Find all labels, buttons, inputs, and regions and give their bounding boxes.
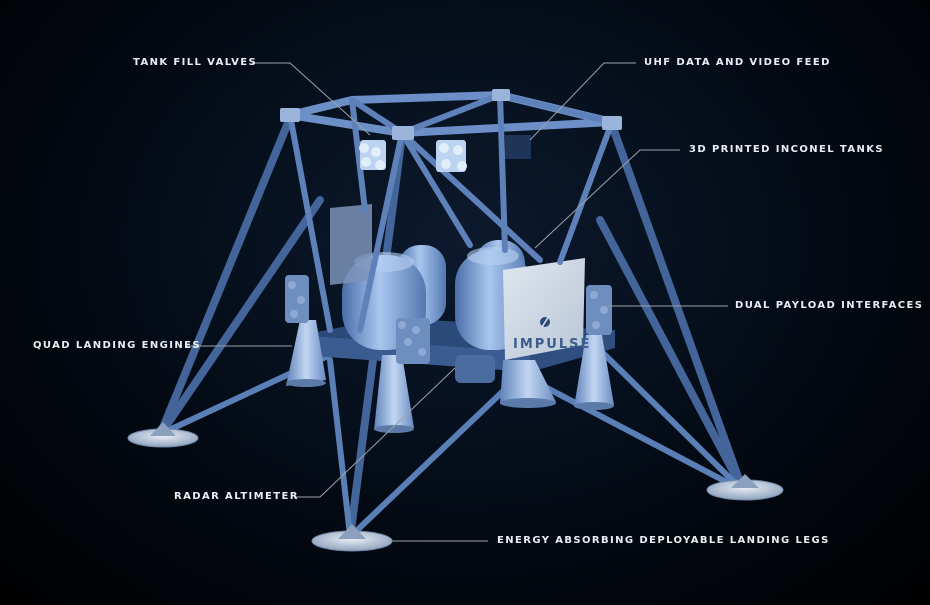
plumbing [285,275,612,364]
callout-quad-landing-engines: QUAD LANDING ENGINES [33,340,201,351]
frame-front-right [398,118,616,137]
impulse-logo-text: IMPULSE [513,337,592,352]
callout-radar-altimeter: RADAR ALTIMETER [174,491,299,502]
engine-front [374,355,414,430]
radar-altimeter [455,355,495,383]
engine-left [286,320,326,386]
landing-engines [286,320,614,433]
uhf-antenna-box [505,135,531,159]
engine-rear [500,360,556,404]
frame-front-left [286,111,406,137]
payload-plate [503,258,585,360]
leader-uhf [529,62,636,141]
callout-inconel-tanks: 3D PRINTED INCONEL TANKS [689,144,884,155]
frame-back-left [286,96,356,119]
side-panel [330,204,372,285]
callout-dual-payload-interfaces: DUAL PAYLOAD INTERFACES [735,300,924,311]
top-frame [280,89,622,333]
engine-right [574,335,614,407]
callout-tank-fill-valves: TANK FILL VALVES [133,57,258,68]
foot-pads [127,422,784,552]
frame-back [348,91,504,104]
leader-radar-altimeter [294,367,456,498]
leader-inconel-tanks [534,149,680,249]
callout-landing-legs: ENERGY ABSORBING DEPLOYABLE LANDING LEGS [497,535,830,546]
callout-uhf-data-video-feed: UHF DATA AND VIDEO FEED [644,57,831,68]
leader-tank-fill-valves [252,62,371,136]
leader-lines [186,62,728,542]
leg-left-strut [156,114,294,439]
tank-fill-valves [359,140,467,172]
